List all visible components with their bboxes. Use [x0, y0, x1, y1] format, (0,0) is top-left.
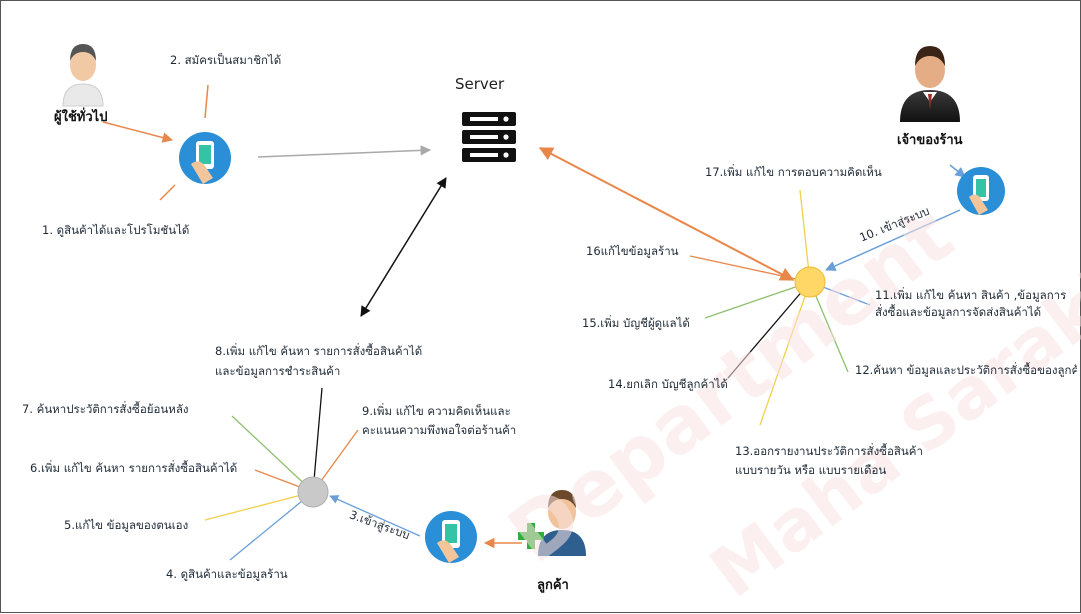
general-user-label: ผู้ใช้ทั่วไป	[54, 110, 108, 125]
phone-hand-icon	[425, 511, 477, 563]
label-1: 1. ดูสินค้าได้และโปรโมชันได้	[42, 223, 190, 237]
spoke-8	[312, 387, 323, 493]
label-14: 14.ยกเลิก บัญชีลูกค้าได้	[608, 377, 728, 391]
spoke-15	[704, 281, 811, 319]
label-6: 6.เพิ่ม แก้ไข ค้นหา รายการสั่งซื้อสินค้า…	[30, 461, 238, 475]
edge-server-customer-hub	[360, 177, 447, 317]
spoke-16	[689, 255, 811, 283]
server-label: Server	[455, 75, 505, 93]
label-9-line-2: คะแนนความพึงพอใจต่อร้านค้า	[362, 423, 517, 437]
phone-hand-icon	[957, 167, 1005, 215]
spoke-14	[727, 281, 811, 379]
label-13-line-2: แบบรายวัน หรือ แบบรายเดือน	[735, 463, 887, 477]
edge-owner-login	[825, 209, 961, 271]
owner-hub	[794, 266, 826, 298]
add-user-icon	[518, 490, 586, 556]
edge-phone-server	[257, 145, 432, 158]
label-8-line-1: 8.เพิ่ม แก้ไข ค้นหา รายการสั่งซื้อสินค้า…	[215, 344, 423, 358]
spoke-7	[231, 415, 314, 493]
label-16: 16แก้ไขข้อมูลร้าน	[586, 244, 679, 258]
phone-hand-icon	[179, 132, 231, 184]
spoke-5	[204, 491, 314, 521]
label-12: 12.ค้นหา ข้อมูลและประวัติการสั่งซื้อของล…	[855, 363, 1077, 377]
edge-register	[204, 84, 209, 119]
edge-server-owner-hub	[538, 147, 795, 281]
label-9-line-1: 9.เพิ่ม แก้ไข ความคิดเห็นและ	[362, 404, 511, 418]
edge-customer-login	[329, 495, 421, 537]
server-icon	[462, 112, 516, 162]
edge-owner-phone	[949, 164, 966, 178]
customer-label: ลูกค้า	[537, 578, 569, 593]
label-11-line-1: 11.เพิ่ม แก้ไข ค้นหา สินค้า ,ข้อมูลการ	[875, 288, 1067, 302]
label-17: 17.เพิ่ม แก้ไข การตอบความคิดเห็น	[705, 165, 882, 179]
label-7: 7. ค้นหาประวัติการสั่งซื้อย้อนหลัง	[22, 402, 189, 416]
edge-user-phone	[102, 121, 174, 143]
customer-hub	[297, 476, 329, 508]
label-4: 4. ดูสินค้าและข้อมูลร้าน	[166, 567, 288, 581]
businessman-icon	[900, 46, 960, 122]
label-8-line-2: และข้อมูลการชำระสินค้า	[215, 364, 341, 378]
person-icon	[62, 44, 104, 107]
spoke-13	[759, 281, 811, 426]
spoke-12	[809, 281, 849, 373]
owner-label: เจ้าของร้าน	[897, 133, 963, 148]
label-15: 15.เพิ่ม บัญชีผู้ดูแลได้	[582, 316, 690, 330]
label-11-line-2: สั่งซื้อและข้อมูลการจัดส่งสินค้าได้	[875, 305, 1042, 319]
spoke-4	[229, 491, 314, 561]
label-2: 2. สมัครเป็นสมาชิกได้	[170, 53, 282, 67]
label-5: 5.แก้ไข ข้อมูลของตนเอง	[64, 518, 189, 532]
label-13-line-1: 13.ออกรายงานประวัติการสั่งซื้อสินค้า	[735, 444, 923, 458]
edge-view-products	[159, 184, 176, 201]
